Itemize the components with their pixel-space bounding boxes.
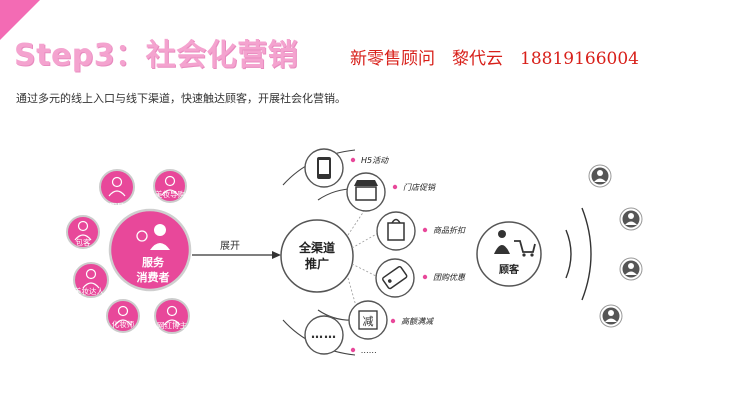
ellipsis-icon: ……: [311, 327, 337, 341]
consultant-credit: 新零售顾问 黎代云 18819166004: [350, 49, 639, 69]
channel-item: 团购优惠: [375, 258, 466, 298]
user-icon: [628, 263, 634, 269]
channel-item: 商品折扣: [376, 211, 466, 251]
heart-badge-icon: [136, 230, 148, 242]
user-icon: [628, 213, 634, 219]
channel-item: 门店促销: [346, 172, 437, 212]
hub-line1: 全渠道: [298, 240, 335, 255]
channel-hub: 全渠道 推广: [280, 219, 354, 293]
role-label: 网红博主: [157, 320, 187, 330]
role-bubble: 美妆达人: [73, 262, 109, 298]
user-icon: [608, 310, 614, 316]
cart-icon: [514, 240, 536, 253]
channel-label: 门店促销: [403, 183, 437, 192]
channel-item: …… ……: [304, 315, 377, 355]
channel-item: H5活动: [304, 148, 389, 188]
center-line2: 消费者: [137, 270, 170, 284]
role-bubble: 美妆导购: [153, 169, 187, 203]
audience-avatar: [619, 207, 643, 231]
person-icon: [154, 224, 166, 236]
audience-avatar: [599, 304, 623, 328]
audience-avatar: [588, 164, 612, 188]
role-label: 兼职导购: [102, 201, 132, 211]
shopper-icon: [498, 230, 506, 238]
role-label: 包客: [76, 237, 91, 247]
role-bubble: 网红博主: [154, 298, 190, 334]
channel-label: H5活动: [361, 156, 389, 165]
customer-node: 顾客: [476, 221, 542, 287]
corner-accent: [0, 0, 40, 40]
user-icon: [597, 170, 603, 176]
page-title: Step3：社会化营销: [14, 38, 299, 73]
shopping-bag-icon: [387, 222, 405, 241]
discount-box-icon: [358, 310, 378, 330]
role-label: 化妆师: [112, 319, 135, 329]
consumer-center: 服务 消费者: [108, 208, 192, 292]
role-bubble: 化妆师: [106, 299, 140, 333]
channel-item: 减 高额满减: [348, 300, 434, 340]
coupon-tag-icon: [382, 265, 408, 290]
center-line1: 服务: [142, 255, 165, 269]
audience-avatar: [619, 257, 643, 281]
page-subtitle: 通过多元的线上入口与线下渠道，快速触达顾客，开展社会化营销。: [16, 92, 346, 105]
role-label: 美妆导购: [155, 189, 185, 199]
expand-connector: 展开: [192, 240, 281, 259]
expand-label: 展开: [220, 240, 240, 252]
channel-label: 高额满减: [401, 317, 434, 326]
channel-label: 商品折扣: [433, 226, 466, 235]
channel-label: 团购优惠: [433, 273, 466, 282]
role-bubble: 兼职导购: [99, 169, 135, 211]
customer-label: 顾客: [499, 263, 520, 276]
storefront-icon: [354, 180, 378, 186]
hub-line2: 推广: [305, 256, 329, 271]
channel-label: ……: [361, 346, 377, 355]
reduce-glyph: 减: [363, 315, 374, 328]
role-bubble: 包客: [66, 215, 100, 249]
signal-arcs: [565, 207, 592, 301]
role-label: 美妆达人: [74, 286, 104, 296]
